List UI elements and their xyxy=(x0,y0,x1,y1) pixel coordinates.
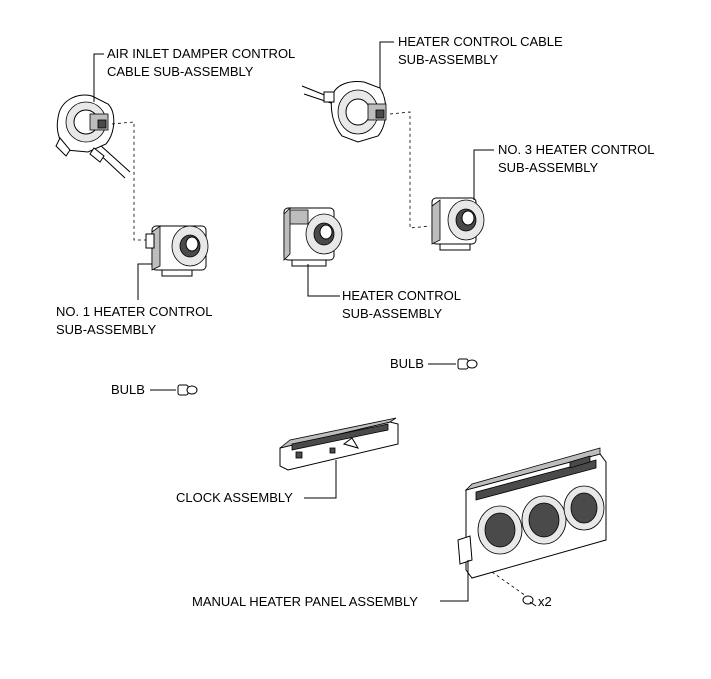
air-inlet-leader xyxy=(93,53,104,102)
no1-label-line1: NO. 1 HEATER CONTROL xyxy=(56,304,213,319)
panel-label: MANUAL HEATER PANEL ASSEMBLY xyxy=(192,594,418,609)
no3-heater-control-part xyxy=(431,197,485,251)
bulb-left-label: BULB xyxy=(111,382,145,397)
air-inlet-dash-line xyxy=(111,121,150,241)
screw-dash-line xyxy=(491,571,527,597)
no1-label-line2: SUB-ASSEMBLY xyxy=(56,322,157,337)
heater-cable-dash-line xyxy=(389,111,431,229)
heater-cable-label-line1: HEATER CONTROL CABLE xyxy=(398,34,563,49)
air-inlet-damper-cable-part xyxy=(55,94,131,179)
heater-control-part xyxy=(283,207,343,267)
clock-leader xyxy=(304,460,337,499)
clock-label: CLOCK ASSEMBLY xyxy=(176,490,293,505)
heater-cable-label-line2: SUB-ASSEMBLY xyxy=(398,52,499,67)
heater-control-cable-part xyxy=(301,81,387,143)
screw-quantity-label: x2 xyxy=(538,594,552,609)
heater-control-label-line1: HEATER CONTROL xyxy=(342,288,461,303)
air-inlet-label-line1: AIR INLET DAMPER CONTROL xyxy=(107,46,295,61)
manual-heater-panel-part xyxy=(457,447,607,579)
no1-heater-control-part xyxy=(145,225,209,277)
heater-control-leader xyxy=(307,264,340,297)
no3-leader xyxy=(473,149,494,200)
panel-leader xyxy=(440,560,469,602)
no3-label-line1: NO. 3 HEATER CONTROL xyxy=(498,142,655,157)
no1-leader xyxy=(137,263,152,300)
bulb-left-icon xyxy=(177,384,198,396)
heater-cable-leader xyxy=(379,41,394,88)
no3-label-line2: SUB-ASSEMBLY xyxy=(498,160,599,175)
heater-control-label-line2: SUB-ASSEMBLY xyxy=(342,306,443,321)
bulb-right-label: BULB xyxy=(390,356,424,371)
bulb-right-icon xyxy=(457,358,478,370)
clock-assembly-part xyxy=(279,417,399,471)
air-inlet-label-line2: CABLE SUB-ASSEMBLY xyxy=(107,64,254,79)
screw-icon xyxy=(522,595,537,607)
